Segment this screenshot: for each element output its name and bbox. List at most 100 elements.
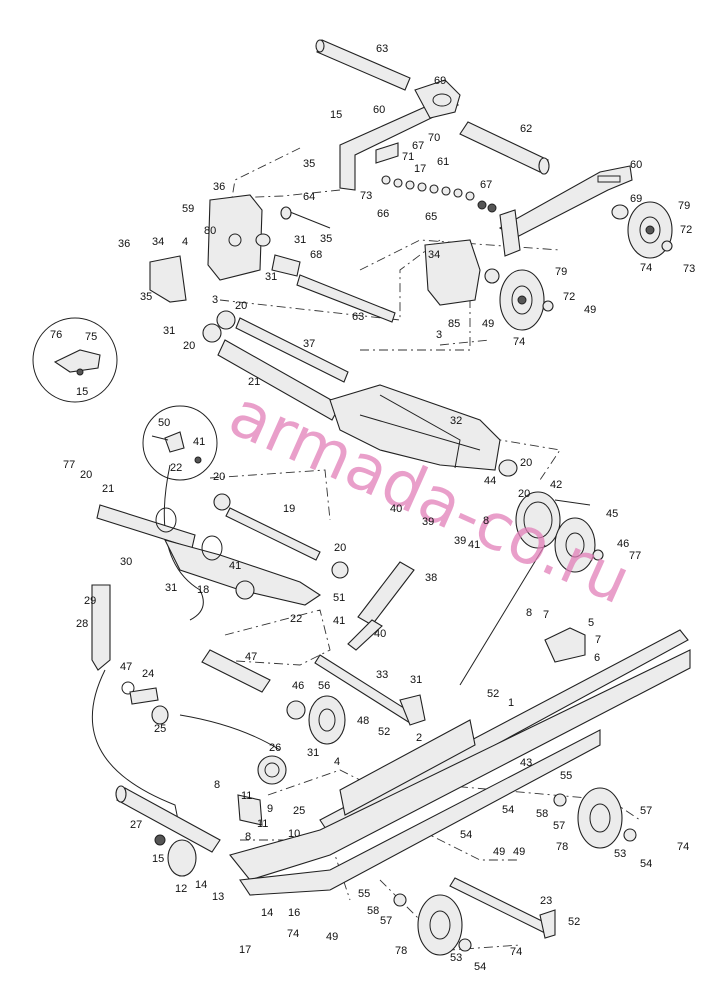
callout-47: 47 [245, 651, 257, 663]
callout-11: 11 [257, 818, 268, 830]
bolt-64 [280, 206, 331, 229]
callout-7: 7 [595, 634, 601, 646]
callout-72: 72 [680, 224, 692, 236]
callout-14: 14 [195, 879, 207, 891]
callout-43: 43 [520, 757, 532, 769]
callout-9: 9 [267, 803, 273, 815]
callout-54: 54 [474, 961, 486, 973]
callout-37: 37 [303, 338, 315, 350]
callout-67: 67 [480, 179, 492, 191]
callout-5: 5 [588, 617, 594, 629]
upper-plate-60 [339, 79, 461, 191]
callout-62: 62 [520, 123, 532, 135]
callout-53: 53 [450, 952, 462, 964]
callout-15: 15 [330, 109, 342, 121]
callout-7: 7 [543, 609, 549, 621]
callout-46: 46 [292, 680, 304, 692]
callout-22: 22 [170, 462, 182, 474]
frame-32 [329, 384, 518, 477]
callout-14: 14 [261, 907, 273, 919]
parts-47-24 [121, 681, 159, 705]
callout-55: 55 [358, 888, 370, 900]
callout-21: 21 [248, 376, 260, 388]
callout-57: 57 [553, 820, 565, 832]
callout-29: 29 [84, 595, 96, 607]
callout-69: 69 [630, 193, 642, 205]
callout-60: 60 [373, 104, 385, 116]
callout-78: 78 [556, 841, 568, 853]
callout-71: 71 [402, 151, 414, 163]
callout-77: 77 [63, 459, 75, 471]
callout-20: 20 [213, 471, 225, 483]
callout-52: 52 [378, 726, 390, 738]
callout-76: 76 [50, 329, 62, 341]
shaft-33 [314, 654, 426, 726]
callout-labels: 63 69 60 15 70 67 71 61 17 62 60 35 73 6… [50, 43, 695, 973]
callout-46: 46 [617, 538, 629, 550]
swing-arm-18 [96, 504, 322, 606]
callout-20: 20 [334, 542, 346, 554]
callout-74: 74 [510, 946, 522, 958]
callout-39: 39 [454, 535, 466, 547]
callout-55: 55 [560, 770, 572, 782]
callout-72: 72 [563, 291, 575, 303]
callout-33: 33 [376, 669, 388, 681]
callout-74: 74 [640, 262, 652, 274]
callout-56: 56 [318, 680, 330, 692]
inset-detail-75 [32, 317, 118, 403]
callout-27: 27 [130, 819, 142, 831]
callout-20: 20 [520, 457, 532, 469]
callout-50: 50 [158, 417, 170, 429]
callout-15: 15 [76, 386, 88, 398]
callout-40: 40 [390, 503, 402, 515]
callout-67: 67 [412, 140, 424, 152]
right-arm-60 [498, 165, 633, 257]
callout-20: 20 [80, 469, 92, 481]
callout-35: 35 [303, 158, 315, 170]
callout-58: 58 [536, 808, 548, 820]
callout-34: 34 [428, 249, 440, 261]
wheel-56 [308, 695, 346, 745]
shaft-19 [213, 493, 349, 579]
callout-68: 68 [310, 249, 322, 261]
callout-73: 73 [683, 263, 695, 275]
callout-31: 31 [165, 582, 177, 594]
spacer-68 [271, 254, 396, 323]
callout-49: 49 [584, 304, 596, 316]
spring-42 [459, 491, 591, 686]
callout-61: 61 [437, 156, 449, 168]
callout-41: 41 [229, 560, 241, 572]
shock-38 [347, 561, 415, 651]
callout-79: 79 [678, 200, 690, 212]
callout-35: 35 [140, 291, 152, 303]
callout-6: 6 [594, 652, 600, 664]
callout-25: 25 [293, 805, 305, 817]
callout-30: 30 [120, 556, 132, 568]
callout-54: 54 [460, 829, 472, 841]
spring-26 [151, 705, 287, 785]
callout-34: 34 [152, 236, 164, 248]
callout-54: 54 [640, 858, 652, 870]
tube-62 [459, 121, 550, 175]
callout-74: 74 [513, 336, 525, 348]
callout-51: 51 [333, 592, 345, 604]
callout-44: 44 [484, 475, 496, 487]
callout-41: 41 [333, 615, 345, 627]
callout-19: 19 [283, 503, 295, 515]
callout-39: 39 [422, 516, 434, 528]
callout-31: 31 [163, 325, 175, 337]
callout-41: 41 [193, 436, 205, 448]
callout-4: 4 [182, 236, 188, 248]
callout-32: 32 [450, 415, 462, 427]
tube-27 [115, 785, 221, 853]
callout-42: 42 [550, 479, 562, 491]
bracket-5 [544, 627, 586, 663]
callout-74: 74 [677, 841, 689, 853]
parts-9-11 [237, 794, 263, 826]
callout-31: 31 [410, 674, 422, 686]
callout-79: 79 [555, 266, 567, 278]
tube-21 [217, 339, 341, 421]
axle-23 [449, 877, 556, 939]
callout-8: 8 [483, 515, 489, 527]
